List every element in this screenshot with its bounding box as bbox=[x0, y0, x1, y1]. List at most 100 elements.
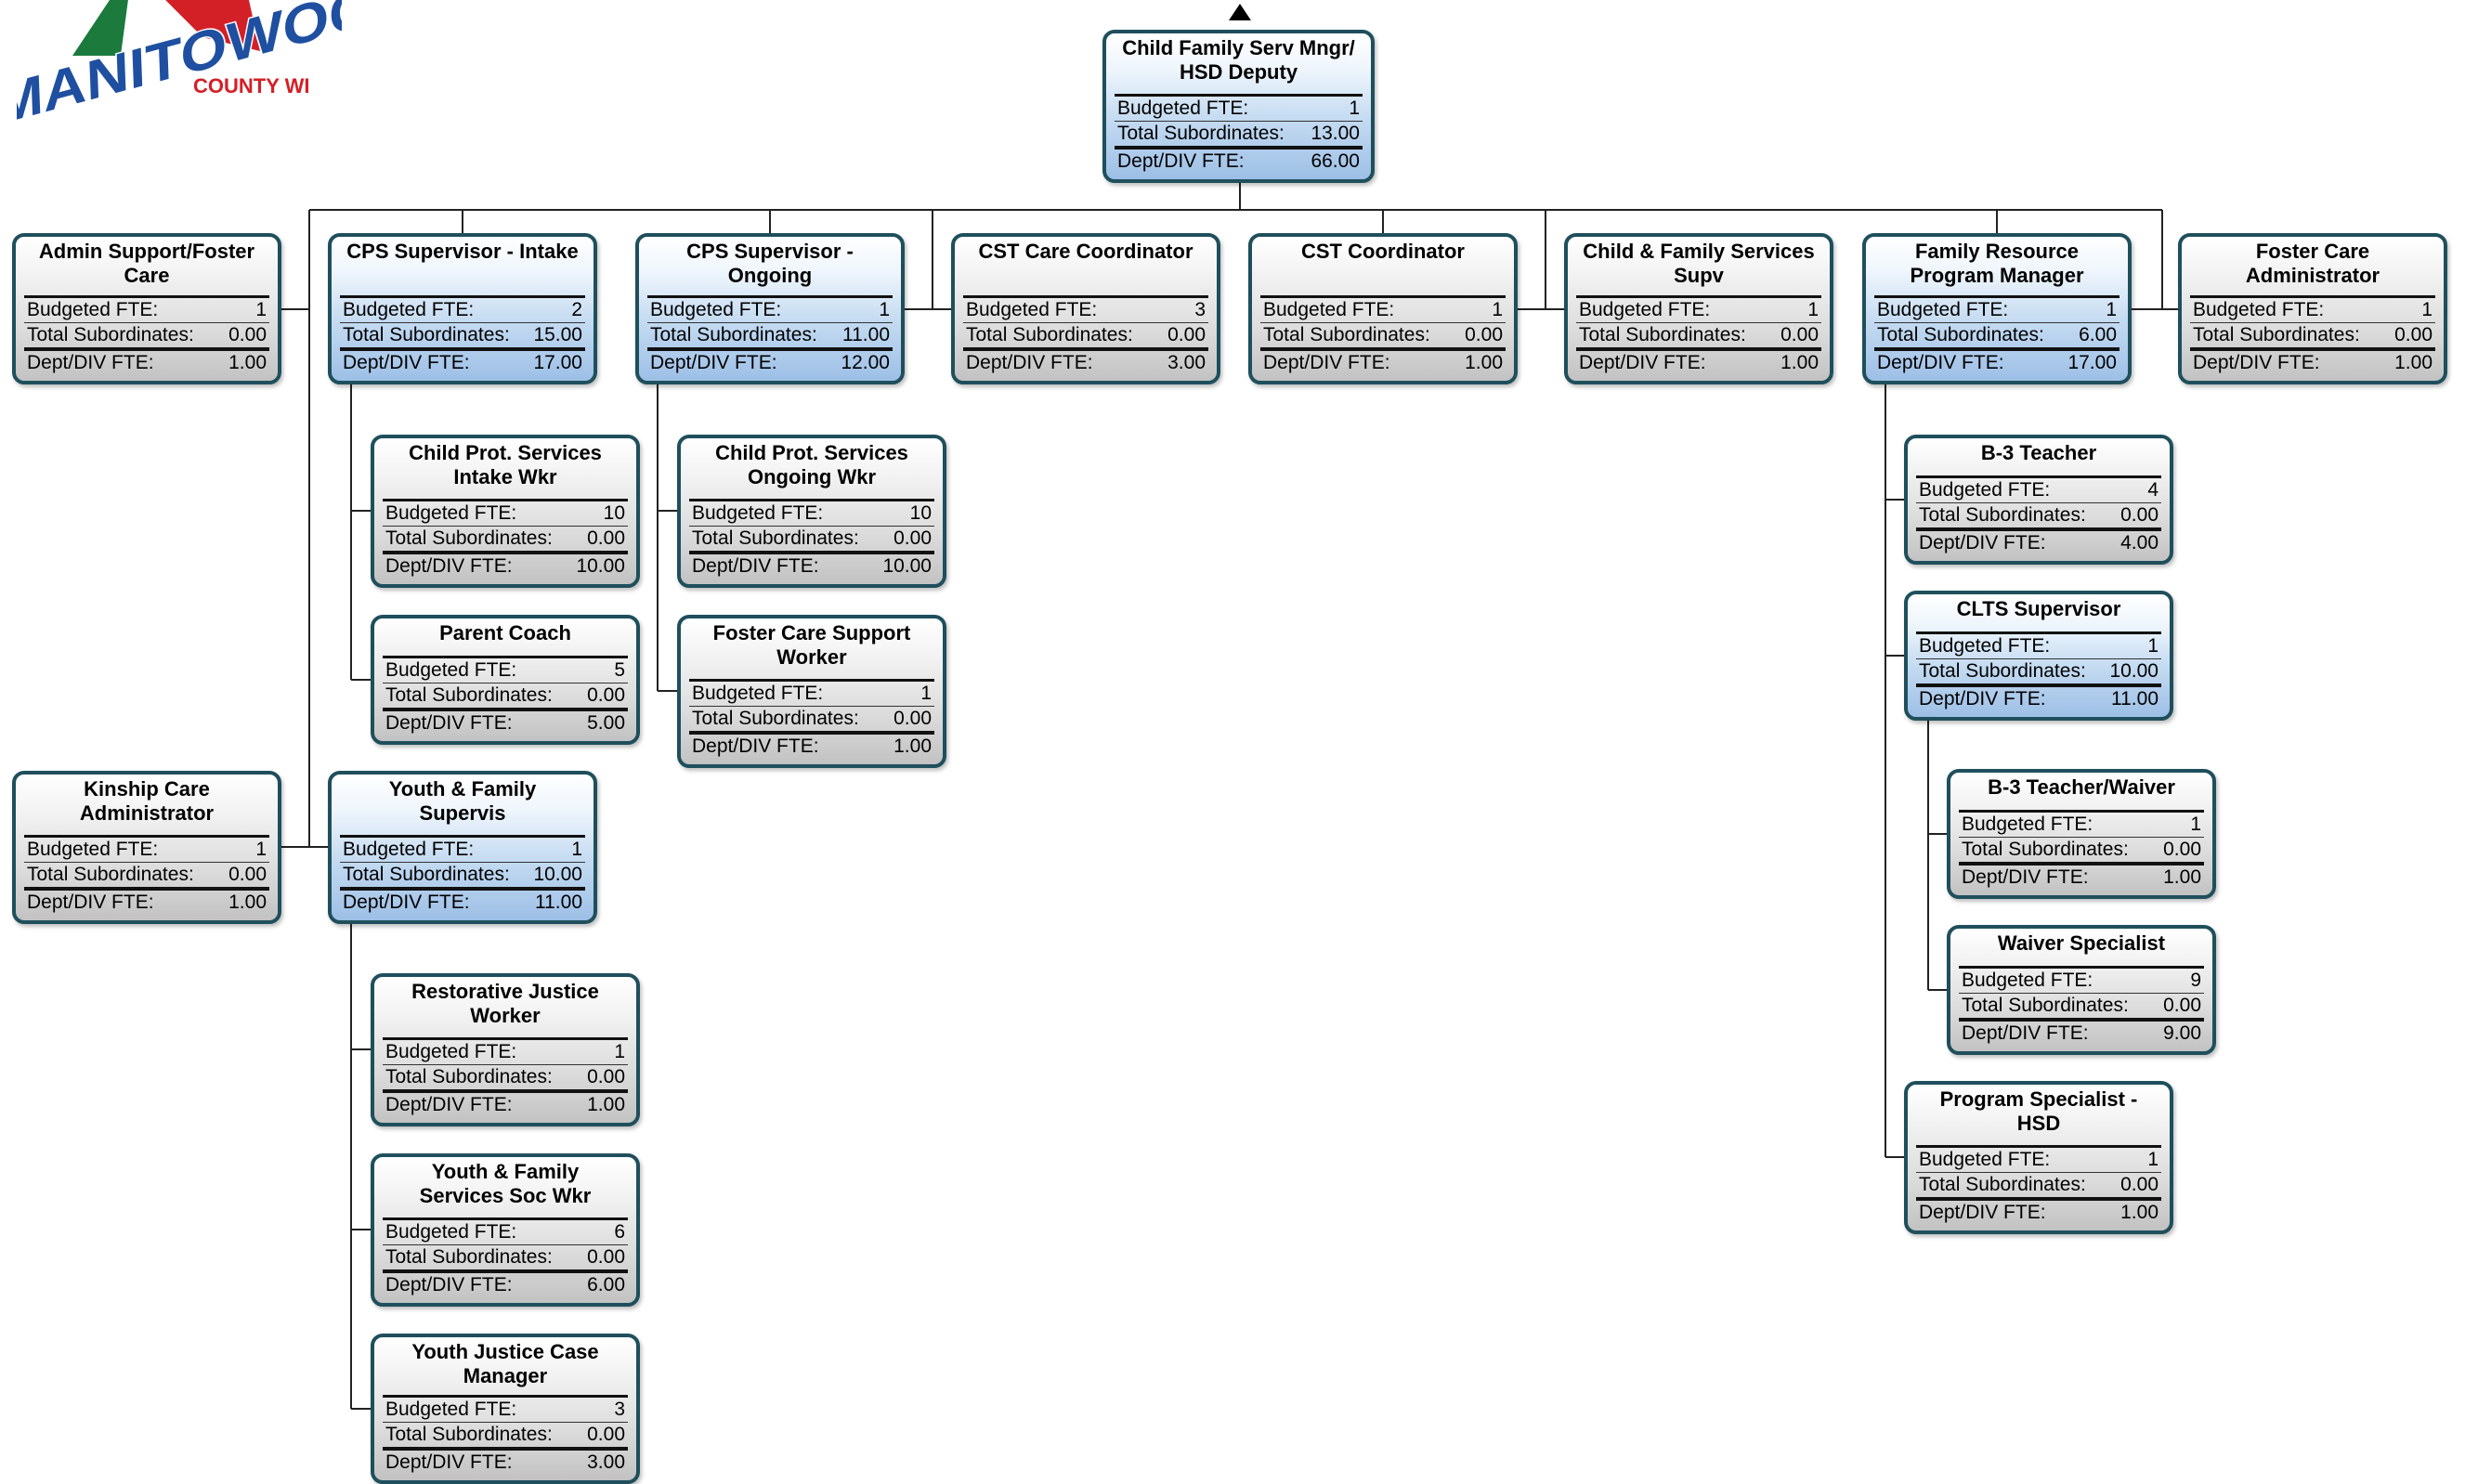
node-title: Waiver Specialist bbox=[1997, 931, 2166, 955]
node-title: CST Care Coordinator bbox=[978, 240, 1193, 263]
stat-value: 0.00 bbox=[2120, 1174, 2159, 1195]
stat-row-budgeted: Budgeted FTE: 1 bbox=[647, 295, 893, 322]
stat-row-budgeted: Budgeted FTE:1 bbox=[1260, 295, 1506, 322]
stat-row-budgeted: Budgeted FTE:2 bbox=[340, 295, 585, 322]
stat-row-budgeted: Budgeted FTE:3 bbox=[383, 1395, 628, 1422]
stat-label: Dept/DIV FTE: bbox=[1579, 352, 1706, 373]
stat-row-subordinates: Total Subordinates:0.00 bbox=[1260, 322, 1506, 347]
stat-value: 0.00 bbox=[2394, 324, 2432, 345]
stat-row-dept: Dept/DIV FTE:3.00 bbox=[383, 1447, 628, 1475]
stat-row-dept: Dept/DIV FTE:11.00 bbox=[340, 887, 585, 915]
stat-label: Total Subordinates: bbox=[385, 527, 553, 549]
collapse-arrow-icon[interactable] bbox=[1227, 2, 1253, 22]
stat-value: 0.00 bbox=[228, 864, 267, 885]
stat-value: 11.00 bbox=[2111, 688, 2159, 709]
node-title: Youth Justice Case Manager bbox=[411, 1340, 599, 1387]
stat-row-budgeted: Budgeted FTE:1 bbox=[340, 835, 585, 862]
node-title: CLTS Supervisor bbox=[1956, 597, 2121, 620]
stat-label: Dept/DIV FTE: bbox=[385, 555, 513, 577]
stat-value: 10.00 bbox=[882, 555, 932, 577]
node-title: Child Prot. Services Ongoing Wkr bbox=[715, 441, 908, 488]
stat-row-dept: Dept/DIV FTE:1.00 bbox=[1916, 1197, 2161, 1225]
stat-value: 1 bbox=[879, 299, 890, 320]
node-title: Youth & Family Supervis bbox=[388, 777, 537, 825]
stat-label: Dept/DIV FTE: bbox=[1919, 1202, 2046, 1223]
stat-row-dept: Dept/DIV FTE:1.00 bbox=[383, 1089, 628, 1117]
stat-value: 1.00 bbox=[893, 735, 932, 757]
stat-value: 5.00 bbox=[587, 712, 625, 734]
stat-row-dept: Dept/DIV FTE:1.00 bbox=[1576, 347, 1821, 375]
stat-value: 6.00 bbox=[587, 1274, 625, 1295]
stat-value: 0.00 bbox=[587, 1246, 625, 1268]
stat-value: 1.00 bbox=[587, 1094, 625, 1115]
stat-row-dept: Dept/DIV FTE:1.00 bbox=[689, 731, 934, 759]
stat-label: Total Subordinates: bbox=[1117, 123, 1285, 144]
stat-row-dept: Dept/DIV FTE:17.00 bbox=[1874, 347, 2119, 375]
stat-label: Budgeted FTE: bbox=[650, 299, 782, 320]
stat-row-dept: Dept/DIV FTE:1.00 bbox=[1260, 347, 1506, 375]
stat-value: 1 bbox=[2190, 814, 2201, 835]
stat-row-subordinates: Total Subordinates:11.00 bbox=[647, 322, 893, 347]
stat-label: Dept/DIV FTE: bbox=[1962, 866, 2089, 888]
stat-row-budgeted: Budgeted FTE:1 bbox=[24, 295, 269, 322]
stat-row-subordinates: Total Subordinates:6.00 bbox=[1874, 322, 2119, 347]
stat-value: 1 bbox=[2421, 299, 2432, 320]
node-title: Youth & Family Services Soc Wkr bbox=[419, 1160, 592, 1207]
stat-value: 1 bbox=[255, 839, 267, 860]
stat-label: Budgeted FTE: bbox=[1117, 98, 1249, 119]
stat-value: 0.00 bbox=[1780, 324, 1819, 345]
node-title: CPS Supervisor - Ongoing bbox=[686, 240, 854, 287]
stat-row-dept: Dept/DIV FTE:1.00 bbox=[2190, 347, 2435, 375]
stat-row-budgeted: Budgeted FTE:5 bbox=[383, 656, 628, 683]
stat-label: Dept/DIV FTE: bbox=[1919, 688, 2046, 709]
stat-row-dept: Dept/DIV FTE:3.00 bbox=[963, 347, 1208, 375]
stat-label: Total Subordinates: bbox=[27, 324, 194, 345]
stat-value: 10 bbox=[603, 502, 625, 524]
stat-label: Budgeted FTE: bbox=[27, 299, 159, 320]
stat-value: 0.00 bbox=[2163, 839, 2201, 860]
stat-value: 1 bbox=[614, 1041, 625, 1062]
node-title: Child & Family Services Supv bbox=[1583, 240, 1815, 287]
stat-value: 66.00 bbox=[1311, 150, 1360, 172]
stat-row-subordinates: Total Subordinates: 0.00 bbox=[1959, 837, 2204, 862]
stat-label: Total Subordinates: bbox=[1962, 839, 2129, 860]
stat-label: Dept/DIV FTE: bbox=[343, 352, 470, 373]
node-title: Restorative Justice Worker bbox=[411, 980, 599, 1027]
stat-value: 4 bbox=[2147, 479, 2159, 501]
stat-value: 0.00 bbox=[893, 708, 932, 729]
stat-row-budgeted: Budgeted FTE:1 bbox=[383, 1037, 628, 1064]
stat-label: Budgeted FTE: bbox=[1919, 479, 2051, 501]
